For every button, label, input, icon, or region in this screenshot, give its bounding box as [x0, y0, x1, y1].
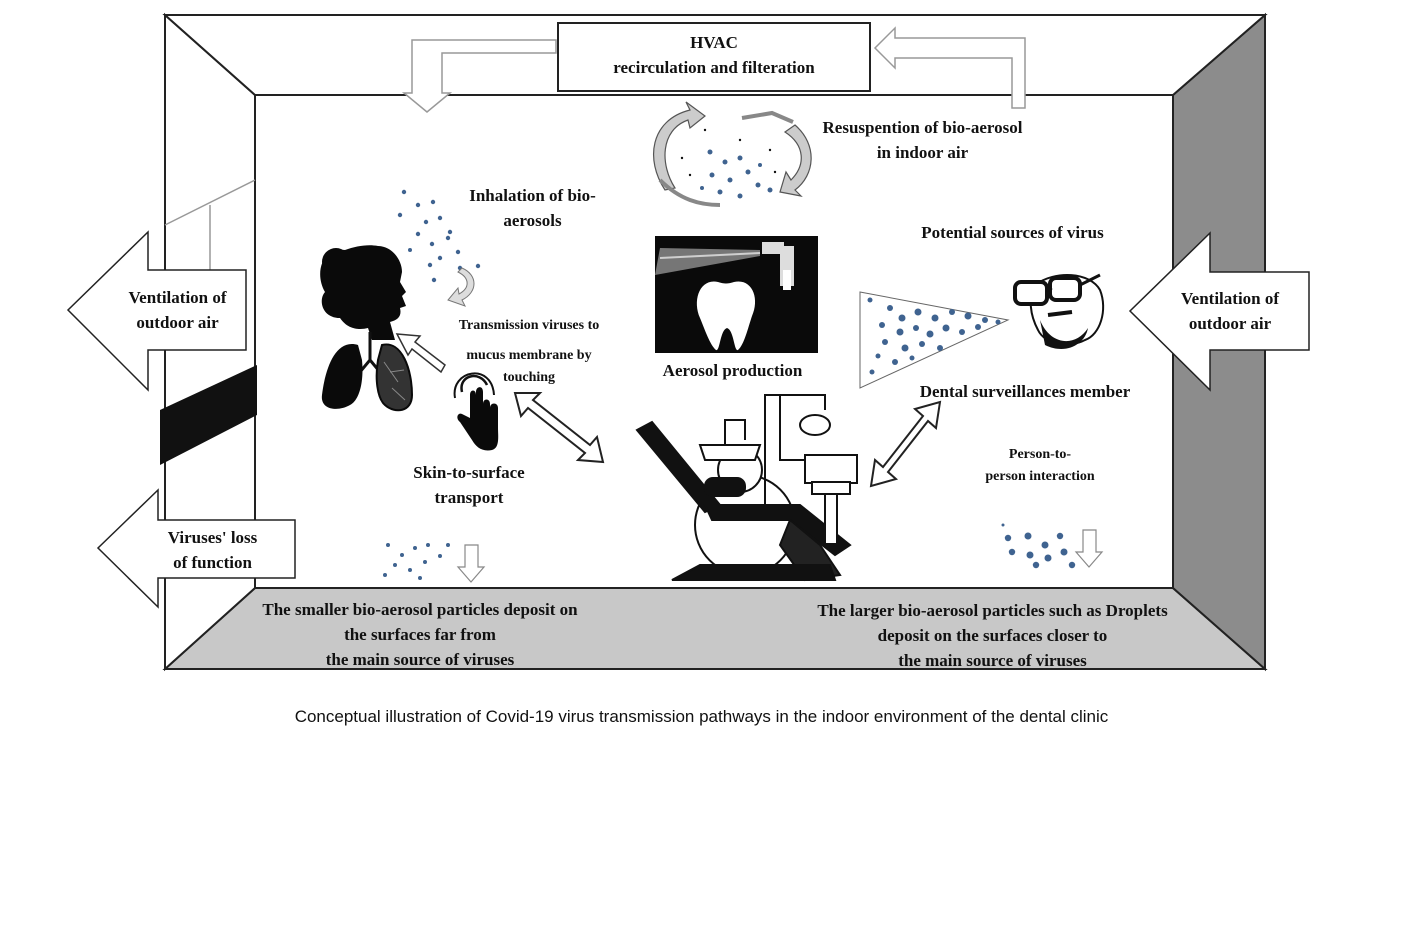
hvac-box: [557, 22, 871, 92]
tooth-icon: [696, 281, 756, 351]
inhalation-label: Inhalation of bio- aerosols: [469, 186, 596, 230]
small-deposit-down-arrow: [456, 544, 486, 583]
loss-function-arrow: [96, 488, 296, 609]
lungs-icon: [321, 332, 414, 412]
inhalation-particles: [397, 189, 481, 283]
ventilation-right-arrow: [1128, 231, 1310, 392]
dentist-face-icon: [1013, 273, 1105, 349]
skin-surface-double-arrow: [513, 392, 605, 464]
inhalation-curve-arrow: [447, 267, 475, 307]
ventilation-arrows: [66, 230, 1310, 609]
dental-chair-icon: [635, 394, 858, 582]
hvac-arrow-left: [401, 39, 557, 113]
skin-surface-label: Skin-to-surface transport: [413, 463, 525, 507]
potential-sources-label: Potential sources of virus: [921, 223, 1104, 242]
large-particles-deposit: [1001, 523, 1104, 569]
large-deposit-down-arrow: [1074, 529, 1104, 568]
hvac-unit: [401, 22, 1026, 113]
small-particles-label: The smaller bio-aerosol particles deposi…: [262, 600, 578, 669]
aerosol-image: [655, 236, 818, 353]
dental-member-label: Dental surveillances member: [919, 382, 1131, 401]
resuspension-label: Resuspention of bio-aerosol in indoor ai…: [822, 118, 1023, 162]
person-interaction-double-arrow: [869, 400, 942, 488]
window-frame: [164, 179, 256, 226]
person-head-icon: [320, 245, 406, 340]
ventilation-left-arrow: [66, 230, 247, 392]
small-particles-deposit: [383, 543, 486, 583]
large-particles-label: The larger bio-aerosol particles such as…: [817, 601, 1168, 670]
cough-particles: [867, 297, 1001, 375]
ventilation-left-label: Ventilation of outdoor air: [128, 288, 227, 332]
aerosol-production-label: Aerosol production: [662, 361, 803, 380]
person-to-person-label: Person-to- person interaction: [985, 447, 1095, 484]
hvac-label: HVAC recirculation and filteration: [613, 33, 815, 77]
hvac-arrow-right: [873, 26, 1026, 109]
recirculation-arrows-icon: [652, 101, 812, 207]
transmission-touch-label: Transmission viruses to mucus membrane b…: [458, 318, 600, 385]
touch-hand-icon: [453, 372, 499, 451]
ventilation-right-label: Ventilation of outdoor air: [1180, 289, 1280, 333]
figure-caption: Conceptual illustration of Covid-19 viru…: [294, 707, 1109, 726]
left-wall-door: [160, 365, 257, 465]
touch-to-lungs-arrow: [395, 333, 446, 374]
spray-handpiece-icon: [762, 242, 794, 290]
loss-function-label: Viruses' loss of function: [167, 528, 258, 572]
